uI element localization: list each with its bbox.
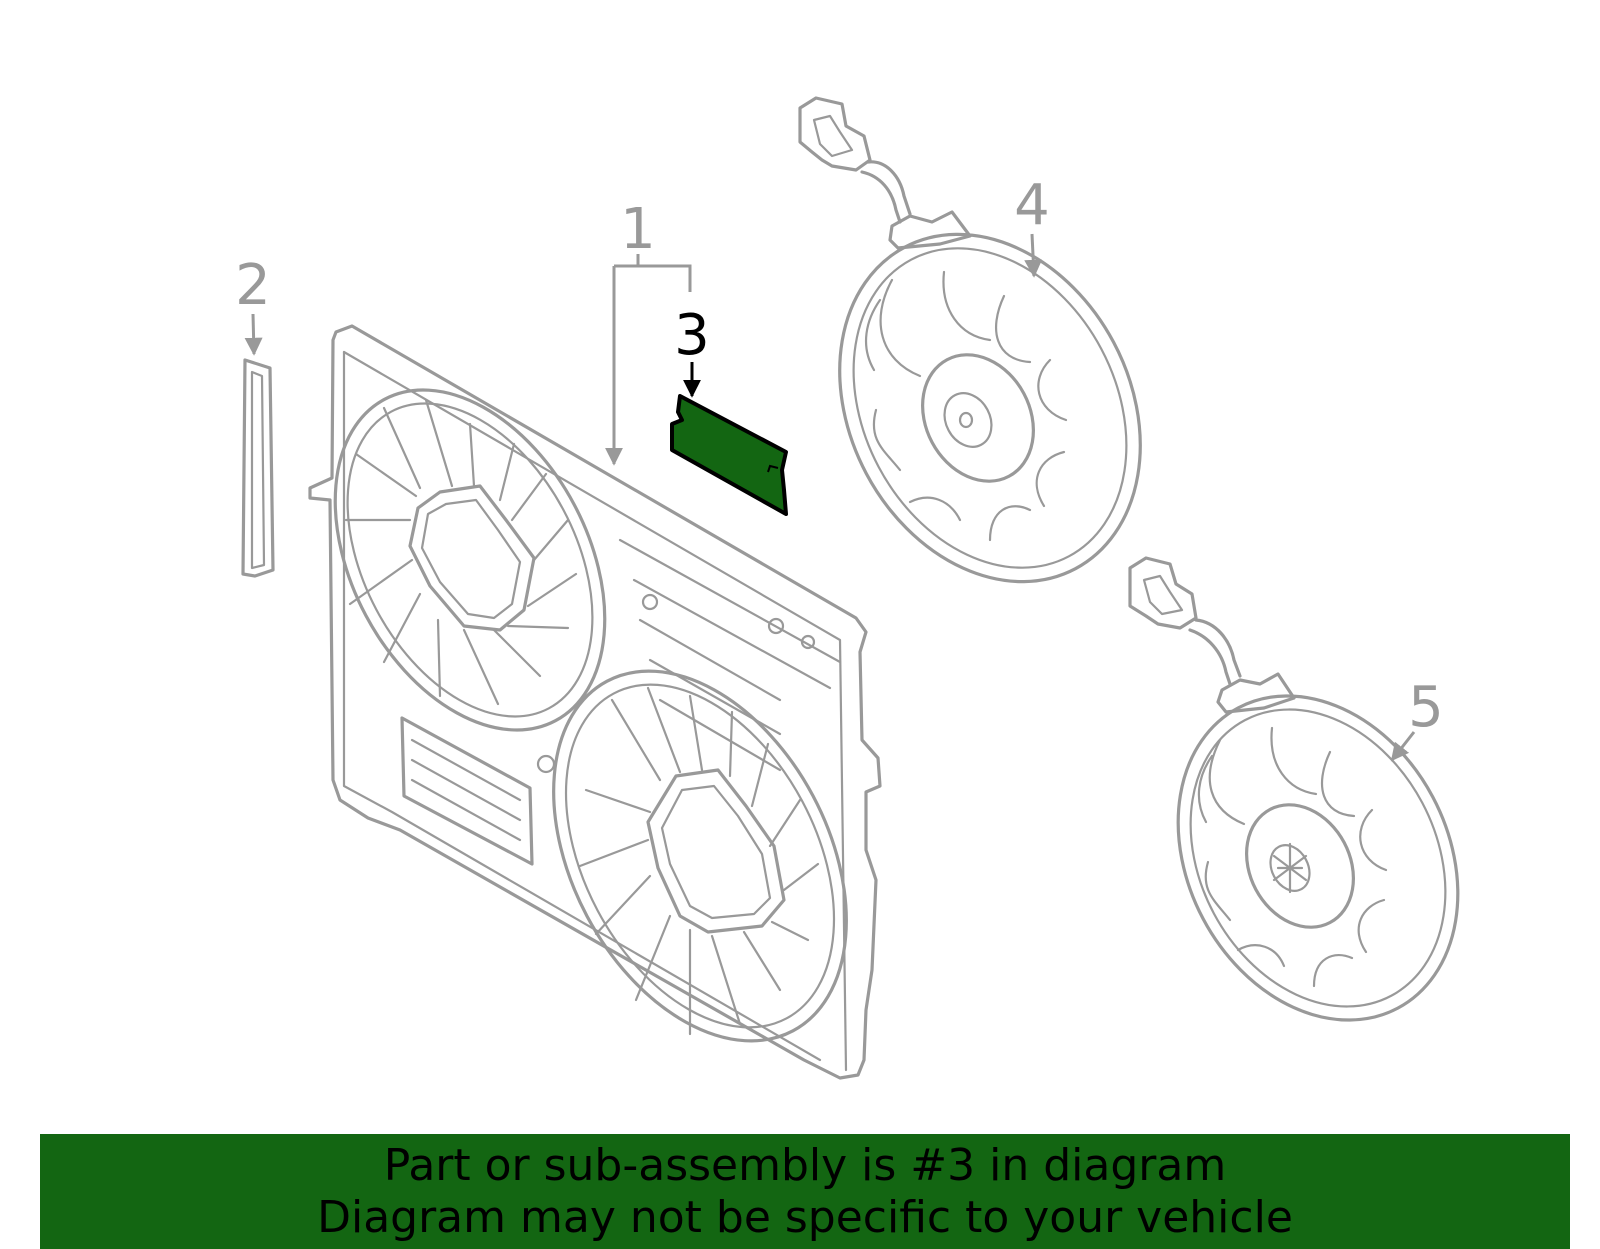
part-3-bracket[interactable] [670, 394, 788, 516]
callout-1-label: 1 [620, 197, 656, 262]
part-5-fan-motor[interactable] [1123, 556, 1512, 1069]
callout-3-label: 3 [674, 303, 710, 368]
callout-1: 1 [614, 197, 692, 464]
callout-2-label: 2 [235, 253, 271, 318]
callout-4: 4 [1014, 173, 1050, 278]
callout-5-label: 5 [1408, 675, 1444, 740]
part-1-fan-shroud[interactable] [280, 324, 906, 1091]
callout-5: 5 [1390, 675, 1444, 762]
banner-line-part-info: Part or sub-assembly is #3 in diagram [383, 1139, 1227, 1191]
callout-3: 3 [674, 303, 710, 398]
callout-4-label: 4 [1014, 173, 1050, 238]
callout-2: 2 [235, 253, 271, 356]
part-2-seal-strip[interactable] [241, 358, 275, 578]
banner-line-disclaimer: Diagram may not be specific to your vehi… [317, 1191, 1293, 1243]
part-4-fan-motor[interactable] [781, 96, 1199, 634]
info-banner: Part or sub-assembly is #3 in diagram Di… [40, 1134, 1570, 1249]
